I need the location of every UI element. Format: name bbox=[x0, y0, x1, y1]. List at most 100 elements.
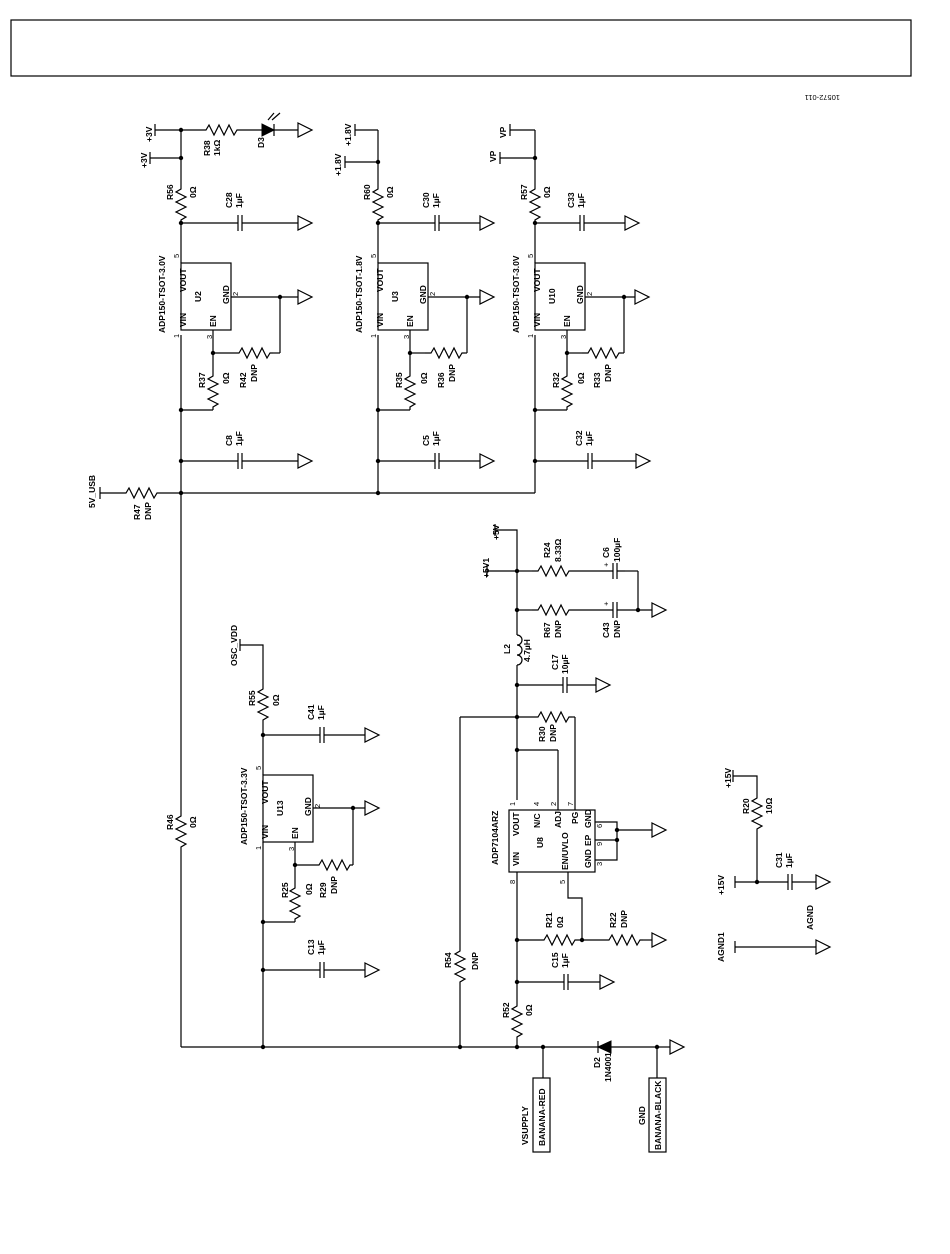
u8-p5: 5 bbox=[558, 880, 567, 884]
d2-val: 1N4001 bbox=[603, 1052, 613, 1082]
c6-ref: C6 bbox=[601, 547, 611, 558]
r54-val: DNP bbox=[470, 952, 480, 970]
u13-p1: 1 bbox=[254, 846, 263, 850]
c32-val: 1µF bbox=[584, 431, 594, 446]
u3-vin: VIN bbox=[375, 313, 385, 327]
u13-p5: 5 bbox=[254, 766, 263, 770]
u13-gnd: GND bbox=[303, 797, 313, 816]
u3-p5: 5 bbox=[369, 254, 378, 258]
u3-ref: U3 bbox=[390, 291, 400, 302]
c41-ref: C41 bbox=[306, 704, 316, 720]
svg-text:+: + bbox=[604, 560, 609, 569]
r29-ref: R29 bbox=[318, 882, 328, 898]
u8-gnd2: GND bbox=[583, 849, 593, 868]
u8-block: +5V +5V1 + R24 8.33Ω C6 100µF + R67 DNP … bbox=[460, 524, 667, 1050]
u8-adj: ADJ bbox=[553, 811, 563, 828]
r36-ref: R36 bbox=[436, 372, 446, 388]
u10-p2: 2 bbox=[585, 292, 594, 296]
c31-ref: C31 bbox=[774, 852, 784, 868]
r20-val: 10Ω bbox=[764, 798, 774, 814]
vp-label: VP bbox=[488, 150, 498, 162]
u10-p1: 1 bbox=[526, 334, 535, 338]
u3-gnd: GND bbox=[418, 285, 428, 304]
c17-val: 10µF bbox=[560, 654, 570, 674]
banana-black: BANANA-BLACK bbox=[653, 1080, 663, 1150]
c43-val: DNP bbox=[612, 620, 622, 638]
agnd1-label: AGND1 bbox=[716, 932, 726, 962]
r47-ref: R47 bbox=[132, 504, 142, 520]
figure-id: 10572-011 bbox=[805, 93, 840, 102]
usb-input: 5V_USB R47 DNP bbox=[87, 475, 181, 520]
u10-p3: 3 bbox=[559, 335, 568, 339]
r55-ref: R55 bbox=[247, 690, 257, 706]
u13-vout: VOUT bbox=[260, 780, 270, 804]
u13-p2: 2 bbox=[313, 804, 322, 808]
r24-val: 8.33Ω bbox=[553, 538, 563, 562]
u8-p9: 9 bbox=[595, 842, 604, 846]
c30-ref: C30 bbox=[421, 192, 431, 208]
u2-p1: 1 bbox=[172, 334, 181, 338]
u8-vout: VOUT bbox=[511, 812, 521, 836]
osc-vdd-label: OSC_VDD bbox=[229, 625, 239, 666]
r21-val: 0Ω bbox=[555, 916, 565, 928]
r42-ref: R42 bbox=[238, 372, 248, 388]
agnd-section: AGND1 AGND bbox=[716, 905, 831, 962]
u2-p3: 3 bbox=[205, 335, 214, 339]
p15v-label: +15V bbox=[716, 875, 726, 895]
u3-part: ADP150-TSOT-1.8V bbox=[354, 255, 364, 333]
r37-ref: R37 bbox=[197, 372, 207, 388]
r57-val: 0Ω bbox=[542, 186, 552, 198]
agnd-label: AGND bbox=[805, 905, 815, 930]
d3-ref: D3 bbox=[256, 137, 266, 148]
u8-p4: 4 bbox=[532, 802, 541, 806]
u10-part: ADP150-TSOT-3.0V bbox=[511, 255, 521, 333]
vsupply-label: VSUPPLY bbox=[520, 1106, 530, 1145]
c30-val: 1µF bbox=[431, 193, 441, 208]
r47-val: DNP bbox=[143, 502, 153, 520]
p3v-label-top: +3V bbox=[144, 126, 154, 142]
u2-vin: VIN bbox=[178, 313, 188, 327]
u8-pg: PG bbox=[570, 811, 580, 824]
r35-val: 0Ω bbox=[419, 372, 429, 384]
u8-p1: 1 bbox=[508, 802, 517, 806]
u2-p2: 2 bbox=[231, 292, 240, 296]
r56-val: 0Ω bbox=[188, 186, 198, 198]
r22-val: DNP bbox=[619, 910, 629, 928]
r56-ref: R56 bbox=[165, 184, 175, 200]
l2-ref: L2 bbox=[502, 644, 512, 654]
c13-ref: C13 bbox=[306, 939, 316, 955]
c5-ref: C5 bbox=[421, 435, 431, 446]
u8-part: ADP7104ARZ bbox=[490, 811, 500, 865]
u2-p5: 5 bbox=[172, 254, 181, 258]
r20-ref: R20 bbox=[741, 798, 751, 814]
r55-val: 0Ω bbox=[271, 694, 281, 706]
c32-ref: C32 bbox=[574, 430, 584, 446]
u3-en: EN bbox=[405, 315, 415, 327]
u10-gnd: GND bbox=[575, 285, 585, 304]
r37-val: 0Ω bbox=[221, 372, 231, 384]
u8-enuvlo: EN/UVLO bbox=[560, 832, 570, 870]
u10-en: EN bbox=[562, 315, 572, 327]
u2-vout: VOUT bbox=[178, 268, 188, 292]
u3-p3: 3 bbox=[402, 335, 411, 339]
u13-en: EN bbox=[290, 827, 300, 839]
c28-ref: C28 bbox=[224, 192, 234, 208]
u13-ref: U13 bbox=[275, 800, 285, 816]
r52-ref: R52 bbox=[501, 1002, 511, 1018]
c43-ref: C43 bbox=[601, 622, 611, 638]
r29-val: DNP bbox=[329, 876, 339, 894]
c31-val: 1µF bbox=[784, 853, 794, 868]
r32-val: 0Ω bbox=[576, 372, 586, 384]
u10-ref: U10 bbox=[547, 288, 557, 304]
c13-val: 1µF bbox=[316, 940, 326, 955]
p1v8-label-top: +1.8V bbox=[343, 123, 353, 146]
c6-val: 100µF bbox=[612, 538, 622, 562]
u8-p3: 3 bbox=[595, 862, 604, 866]
gnd-label: GND bbox=[637, 1106, 647, 1125]
r67-val: DNP bbox=[553, 620, 563, 638]
vp-label-top: VP bbox=[498, 126, 508, 138]
p1v8-label: +1.8V bbox=[333, 153, 343, 176]
r25-val: 0Ω bbox=[304, 883, 314, 895]
r57-ref: R57 bbox=[519, 184, 529, 200]
u2-en: EN bbox=[208, 315, 218, 327]
